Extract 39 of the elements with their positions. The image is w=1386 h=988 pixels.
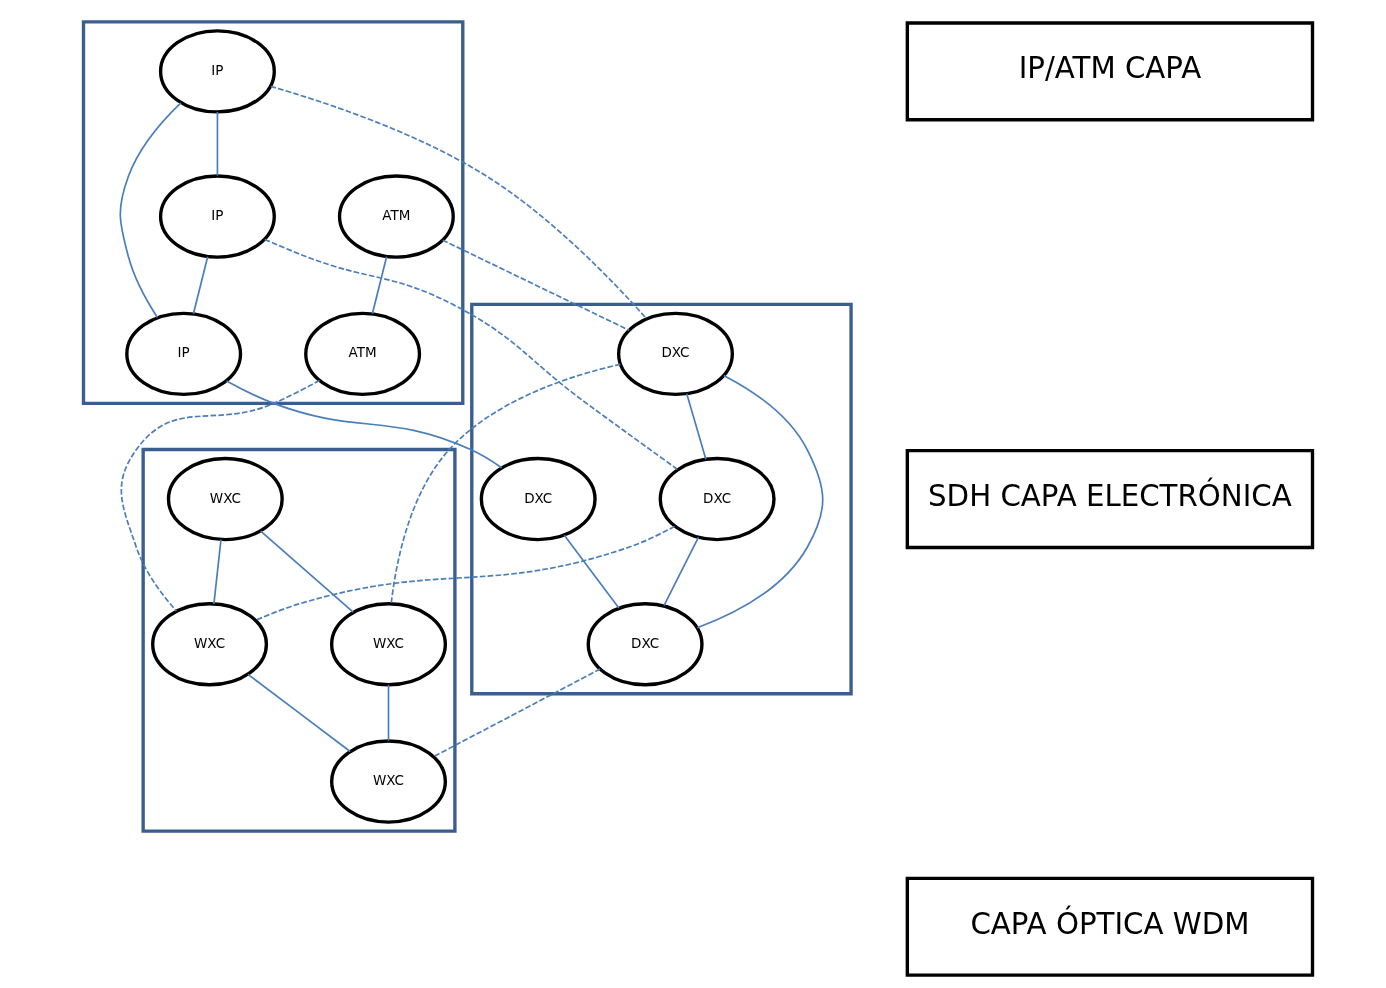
- cluster: [140, 447, 457, 833]
- connector: [695, 374, 824, 629]
- connector: [254, 525, 675, 622]
- node-ellipse: IP: [158, 29, 276, 114]
- connector: [389, 363, 621, 605]
- connector: [192, 255, 208, 315]
- node-ellipse: ATM: [303, 311, 421, 397]
- cluster: [81, 20, 464, 406]
- node-ellipse: DXC: [616, 311, 734, 397]
- node-ellipse: WXC: [329, 739, 447, 824]
- node-ellipse: WXC: [166, 456, 284, 542]
- node-ellipse: IP: [158, 174, 276, 259]
- connector: [563, 534, 620, 609]
- connector: [662, 536, 699, 607]
- connector: [259, 530, 354, 613]
- connector: [212, 538, 222, 605]
- connector: [246, 673, 351, 753]
- node-ellipse: DXC: [658, 456, 776, 542]
- connector: [387, 683, 389, 742]
- connector: [269, 85, 647, 320]
- connector: [120, 379, 320, 612]
- node-ellipse: DXC: [586, 602, 704, 687]
- node-ellipse: WXC: [329, 602, 447, 687]
- connector: [263, 238, 679, 471]
- node-box: IP/ATM CAPA: [905, 21, 1314, 122]
- connector: [225, 380, 502, 469]
- node-box: SDH CAPA ELECTRÓNICA: [905, 449, 1314, 550]
- connector: [119, 102, 182, 319]
- connector: [432, 668, 601, 758]
- node-ellipse: ATM: [337, 174, 455, 259]
- node-ellipse: DXC: [479, 456, 597, 542]
- connector: [216, 111, 218, 177]
- connector: [441, 239, 630, 332]
- cluster: [469, 302, 853, 696]
- connector: [685, 392, 707, 461]
- node-ellipse: WXC: [150, 602, 268, 687]
- node-ellipse: IP: [124, 311, 242, 397]
- connector: [371, 255, 387, 315]
- node-box: CAPA ÓPTICA WDM: [905, 876, 1314, 977]
